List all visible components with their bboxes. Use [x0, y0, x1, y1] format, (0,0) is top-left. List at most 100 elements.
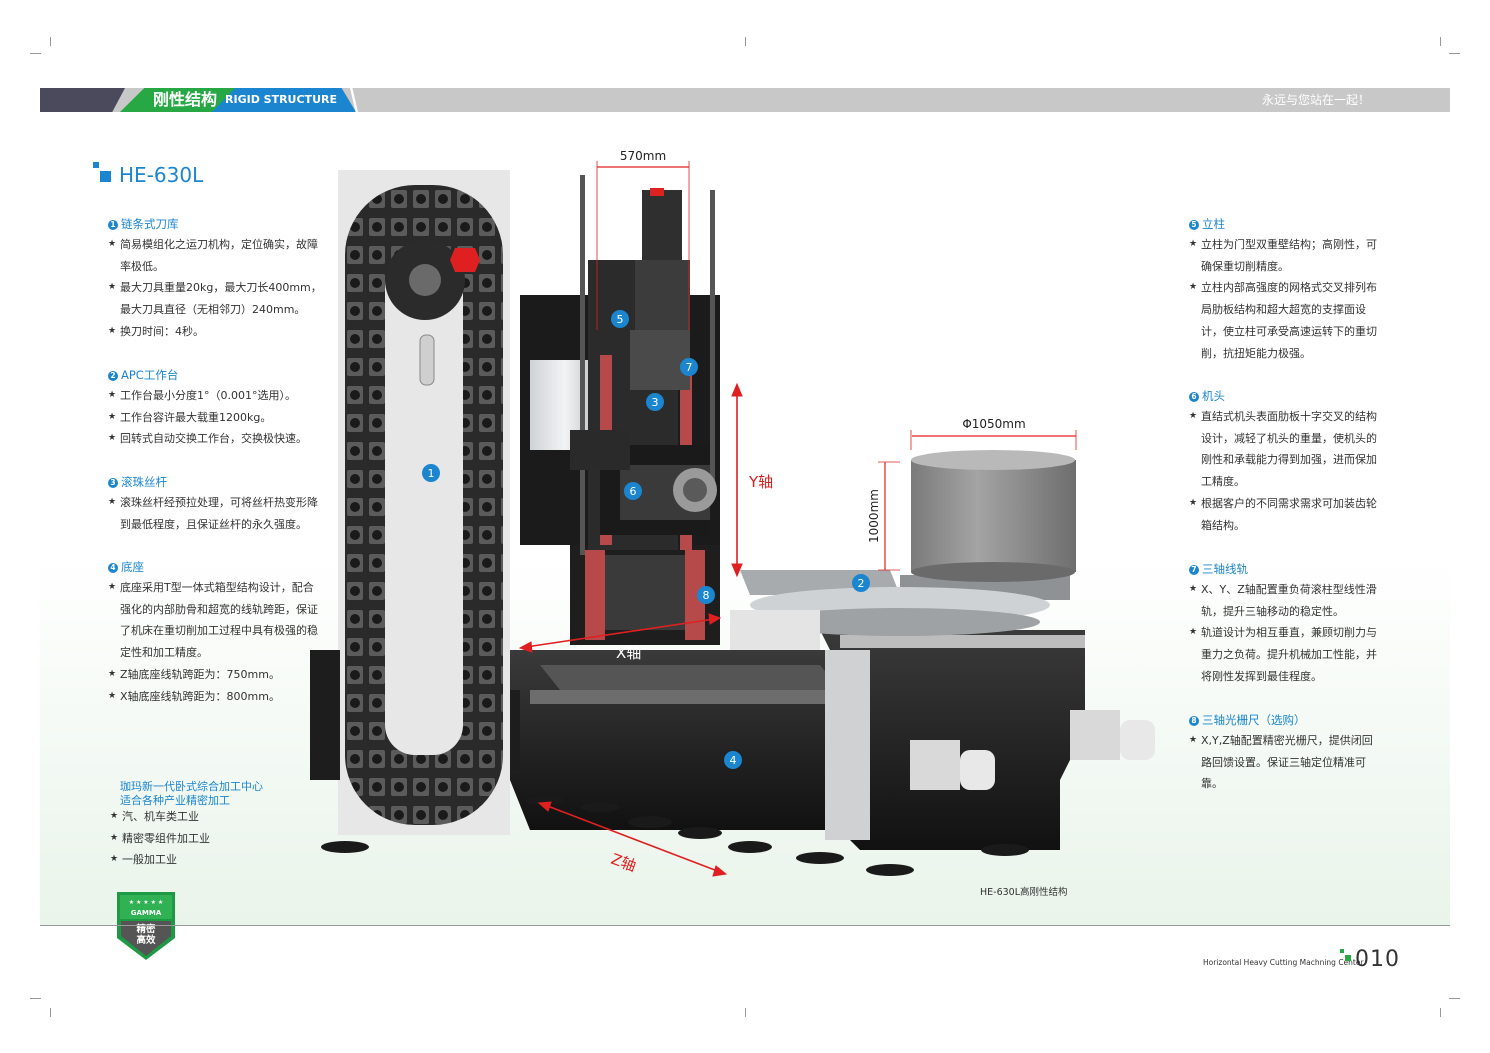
marker-1: 1 — [422, 464, 440, 482]
model-name: HE-630L — [119, 163, 204, 187]
badge-line2: 高效 — [136, 934, 156, 946]
feature-5: 5立柱 立柱为门型双重壁结构；高刚性，可确保重切削精度。 立柱内部高强度的网格式… — [1189, 214, 1379, 364]
number-badge: 8 — [1189, 716, 1199, 726]
feature-item: 根据客户的不同需求需求可加装齿轮箱结构。 — [1189, 493, 1379, 536]
crop-mark — [1440, 1008, 1441, 1017]
dim-diameter-label: Φ1050mm — [962, 417, 1025, 431]
industry-item: 精密零组件加工业 — [110, 828, 320, 850]
feature-item: X轴底座线轨跨距为：800mm。 — [108, 686, 323, 708]
marker-8: 8 — [697, 586, 715, 604]
feature-item: 最大刀具重量20kg，最大刀长400mm，最大刀具直径（无相邻刀）240mm。 — [108, 277, 323, 320]
section-header: 刚性结构 RIGID STRUCTURE 永远与您站在一起！ — [40, 88, 1450, 112]
crop-mark — [1440, 37, 1441, 46]
header-dark-tab — [40, 88, 125, 112]
machine-diagram: 570mm Φ1050mm 1000mm Y轴 X轴 Z轴 1 2 3 4 5 … — [310, 149, 1155, 877]
feature-item: 工作台容许最大载重1200kg。 — [108, 407, 323, 429]
dim-height-label: 1000mm — [867, 489, 881, 543]
number-badge: 4 — [108, 563, 118, 573]
footer-divider — [40, 925, 1450, 926]
feature-title-text: 滚珠丝杆 — [121, 475, 167, 489]
servo-motors — [910, 710, 1155, 790]
feature-item: 直结式机头表面肋板十字交叉的结构设计，减轻了机头的重量，使机头的刚性和承载能力得… — [1189, 406, 1379, 493]
footer-subtitle: Horizontal Heavy Cutting Machning Center — [1203, 958, 1364, 967]
footer-square-icon — [1345, 955, 1351, 961]
svg-text:3: 3 — [652, 396, 659, 409]
feature-item: 工作台最小分度1°（0.001°选用）。 — [108, 385, 323, 407]
dimension-lines — [518, 161, 1077, 877]
svg-text:6: 6 — [630, 485, 637, 498]
crop-mark — [30, 53, 41, 54]
crop-mark — [745, 1008, 746, 1017]
page-number: 010 — [1355, 947, 1400, 972]
feature-item: 底座采用T型一体式箱型结构设计，配合强化的内部肋骨和超宽的线轨跨距，保证了机床在… — [108, 577, 323, 664]
industry-item: 一般加工业 — [110, 849, 320, 871]
number-badge: 5 — [1189, 220, 1199, 230]
feature-item: 轨道设计为相互垂直，兼顾切削力与重力之负荷。提升机械加工性能，并将刚性发挥到最佳… — [1189, 622, 1379, 687]
crop-mark — [745, 37, 746, 46]
spindle-column — [580, 175, 715, 555]
title-square-icon — [93, 162, 99, 168]
feature-title-text: 链条式刀库 — [121, 217, 179, 231]
feature-title-text: 机头 — [1202, 389, 1225, 403]
feature-item: 立柱为门型双重壁结构；高刚性，可确保重切削精度。 — [1189, 234, 1379, 277]
dimension-labels: 570mm Φ1050mm 1000mm Y轴 X轴 Z轴 — [609, 149, 1026, 875]
feature-item: X、Y、Z轴配置重负荷滚柱型线性滑轨，提升三轴移动的稳定性。 — [1189, 579, 1379, 622]
feature-title-text: 三轴光栅尺（选购） — [1202, 713, 1306, 727]
feature-item: 回转式自动交换工作台，交换极快速。 — [108, 428, 323, 450]
crop-mark — [30, 998, 41, 999]
y-axis-label: Y轴 — [748, 473, 773, 491]
header-stripe — [350, 88, 358, 112]
svg-text:2: 2 — [858, 577, 865, 590]
crop-mark — [1449, 53, 1460, 54]
badge-bottom — [121, 921, 171, 956]
marker-5: 5 — [611, 310, 629, 328]
marker-2: 2 — [852, 574, 870, 592]
section-title-cn: 刚性结构 — [152, 90, 217, 109]
crop-mark — [1449, 998, 1460, 999]
header-blue-tab — [212, 88, 356, 112]
badge-top — [120, 895, 172, 919]
svg-text:1: 1 — [428, 467, 435, 480]
marker-4: 4 — [724, 751, 742, 769]
badge-brand: GAMMA — [131, 909, 162, 917]
svg-text:5: 5 — [617, 313, 624, 326]
number-badge: 3 — [108, 478, 118, 488]
number-badge: 1 — [108, 220, 118, 230]
title-square-icon — [100, 171, 111, 182]
diagram-caption: HE-630L高刚性结构 — [980, 887, 1068, 898]
feature-item: 立柱内部高强度的网格式交叉排列布局肋板结构和超大超宽的支撑面设计，使立柱可承受高… — [1189, 277, 1379, 364]
feature-title-text: APC工作台 — [121, 368, 179, 382]
dim-width-label: 570mm — [620, 149, 666, 163]
x-axis-label: X轴 — [616, 644, 641, 662]
marker-3: 3 — [646, 393, 664, 411]
slogan: 永远与您站在一起！ — [1261, 93, 1370, 107]
industries-list: 汽、机车类工业 精密零组件加工业 一般加工业 — [110, 806, 320, 871]
footer-square-icon — [1340, 949, 1344, 953]
workpiece-cylinder — [911, 450, 1076, 582]
crop-mark — [50, 1008, 51, 1017]
feature-item: 换刀时间：4秒。 — [108, 321, 323, 343]
industries-title-line: 适合各种产业精密加工 — [120, 794, 230, 807]
marker-6: 6 — [624, 482, 642, 500]
machine-feet — [321, 795, 1029, 876]
badge-line1: 精密 — [136, 923, 156, 935]
feature-item: Z轴底座线轨跨距为：750mm。 — [108, 664, 323, 686]
feature-4: 4底座 底座采用T型一体式箱型结构设计，配合强化的内部肋骨和超宽的线轨跨距，保证… — [108, 557, 323, 707]
number-badge: 6 — [1189, 392, 1199, 402]
number-badge: 7 — [1189, 565, 1199, 575]
feature-item: 滚珠丝杆经预拉处理，可将丝杆热变形降到最低程度，且保证丝杆的永久强度。 — [108, 492, 323, 535]
crop-mark — [50, 37, 51, 46]
quality-badge: ★ ★ ★ ★ ★ GAMMA 精密 高效 — [117, 892, 175, 960]
svg-text:7: 7 — [686, 361, 693, 374]
